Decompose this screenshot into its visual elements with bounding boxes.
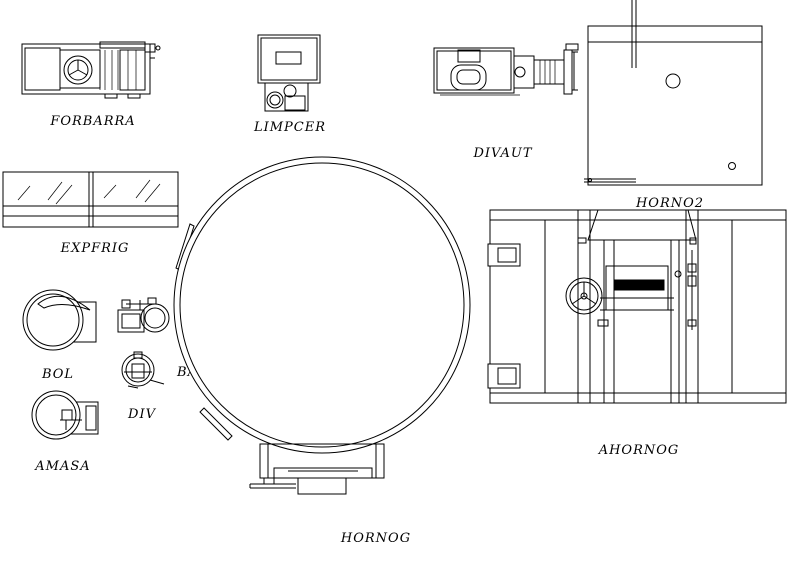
expfrig-display [2,171,179,228]
horno2-oven [584,0,763,186]
div-machine [121,351,165,389]
label-limpcer: LIMPCER [253,120,326,135]
label-expfrig: EXPFRIG [60,241,130,256]
divaut-machine [433,43,579,96]
label-hornog: HORNOG [340,531,411,546]
ahornog-oven [487,209,787,404]
label-div: DIV [127,407,157,422]
forbarra-machine [21,41,161,99]
hornog-oven [173,156,471,495]
amasa-mixer [31,390,99,440]
label-divaut: DIVAUT [472,146,532,161]
label-amasa: AMASA [34,459,90,474]
label-horno2: HORNO2 [635,196,704,211]
label-forbarra: FORBARRA [49,114,135,129]
label-ahornog: AHORNOG [598,443,680,458]
limpcer-machine [257,34,321,112]
bol-mixer [22,289,97,351]
bat-machine [117,297,170,333]
label-bol: BOL [41,367,74,382]
